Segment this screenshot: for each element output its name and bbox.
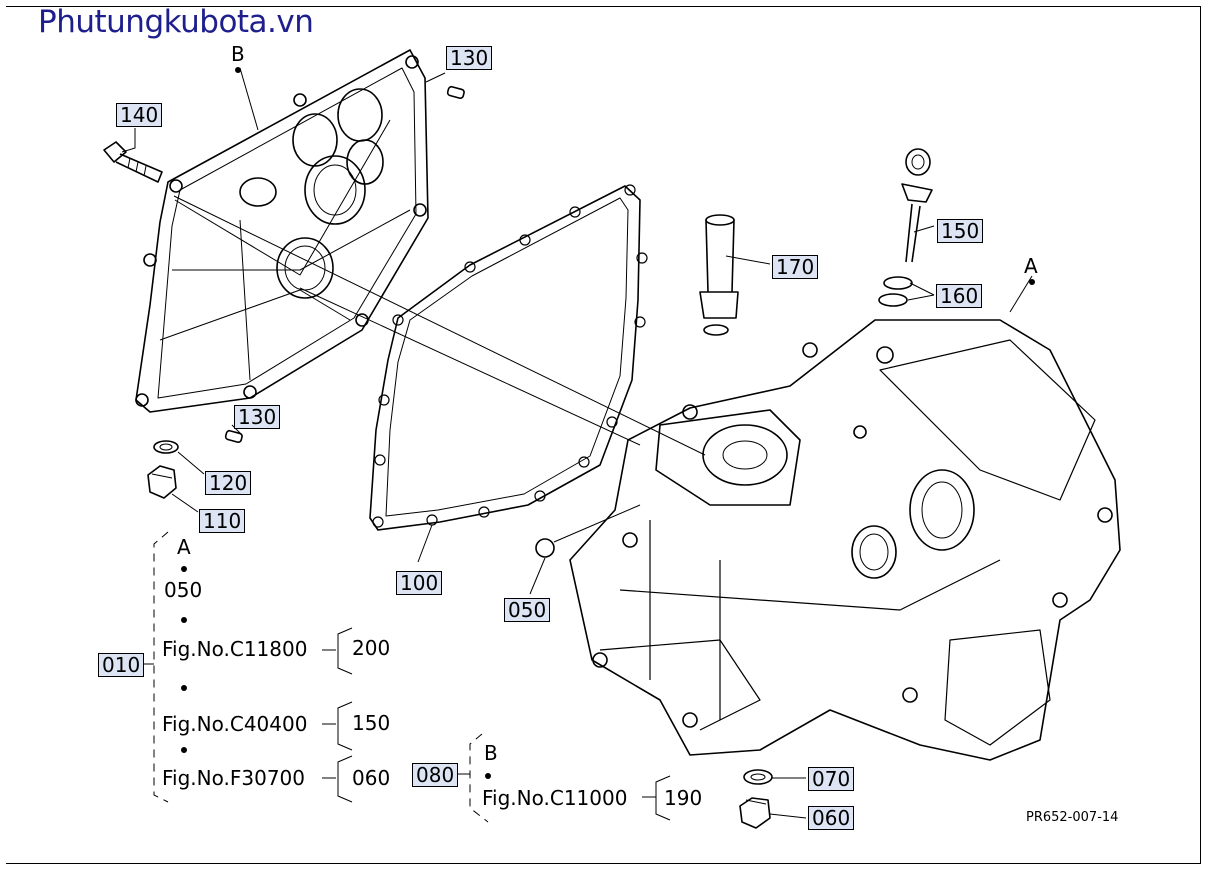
dipstick-150-drawing xyxy=(901,148,933,263)
bolt-140-drawing xyxy=(103,141,163,183)
tree-010-ref-fig[interactable]: Fig.No.C11800 xyxy=(162,637,308,661)
part-label-110[interactable]: 110 xyxy=(199,509,246,533)
tree-010-ref-code: 060 xyxy=(352,766,391,790)
part-label-070[interactable]: 070 xyxy=(808,767,855,791)
tree-080-ref-code: 190 xyxy=(664,786,703,810)
part-label-130-top[interactable]: 130 xyxy=(446,46,493,70)
transmission-housing-drawing xyxy=(569,319,1121,761)
tree-010-ref-fig[interactable]: Fig.No.C40400 xyxy=(162,712,308,736)
diagram-frame xyxy=(6,6,1201,864)
site-title[interactable]: Phutungkubota.vn xyxy=(38,4,314,40)
transmission-cover-drawing xyxy=(135,49,429,413)
tree-080-head: B xyxy=(484,741,498,765)
tree-080-ref-fig[interactable]: Fig.No.C11000 xyxy=(482,786,628,810)
part-label-120[interactable]: 120 xyxy=(205,471,252,495)
part-label-100[interactable]: 100 xyxy=(396,571,443,595)
tree-010-head: A xyxy=(177,535,191,559)
diagram-reference-code: PR652-007-14 xyxy=(1026,810,1119,825)
marker-b: B xyxy=(231,42,245,66)
tree-010-first: 050 xyxy=(164,578,203,602)
part-label-160[interactable]: 160 xyxy=(936,284,983,308)
pipe-170-drawing xyxy=(699,214,739,336)
marker-a: A xyxy=(1024,254,1038,278)
part-label-150[interactable]: 150 xyxy=(937,219,984,243)
part-label-050[interactable]: 050 xyxy=(504,598,551,622)
gasket-100-drawing xyxy=(369,185,641,531)
tree-010-ref-code: 150 xyxy=(352,711,391,735)
part-label-080[interactable]: 080 xyxy=(412,763,459,787)
part-label-130-bottom[interactable]: 130 xyxy=(234,405,281,429)
part-label-010[interactable]: 010 xyxy=(98,653,145,677)
tree-010-ref-code: 200 xyxy=(352,636,391,660)
part-label-060[interactable]: 060 xyxy=(808,806,855,830)
part-label-170[interactable]: 170 xyxy=(772,255,819,279)
part-label-140[interactable]: 140 xyxy=(116,103,163,127)
tree-010-ref-fig[interactable]: Fig.No.F30700 xyxy=(162,766,305,790)
